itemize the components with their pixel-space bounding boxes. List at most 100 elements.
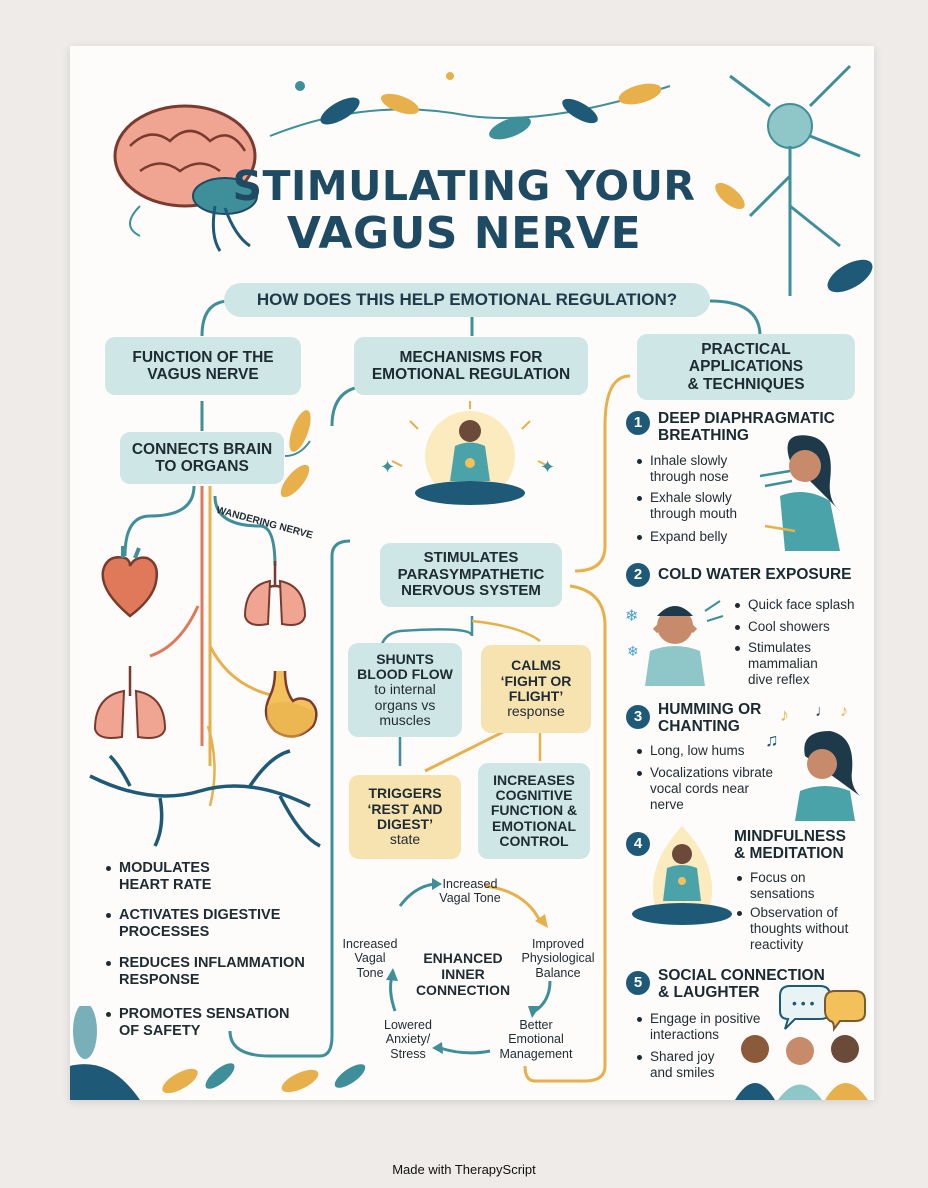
leaves-icon bbox=[70, 1006, 235, 1100]
title-line: HUMMING OR bbox=[658, 701, 762, 718]
leaves-icon bbox=[281, 1064, 366, 1093]
bullet-line: MODULATES bbox=[119, 860, 210, 876]
cycle-line: Physiological bbox=[521, 951, 595, 966]
bullet-line: Quick face splash bbox=[748, 597, 855, 612]
cycle-line: Increased bbox=[342, 937, 398, 951]
title-line: MINDFULNESS bbox=[734, 828, 846, 845]
poster: ✦ ✦ ❄ ❄ ♪ ♩ ♪ ♫ • • • bbox=[70, 46, 874, 1100]
bullet-line: ACTIVATES DIGESTIVE bbox=[119, 907, 281, 923]
svg-text:♪: ♪ bbox=[780, 705, 789, 725]
technique-title: COLD WATER EXPOSURE bbox=[658, 566, 851, 583]
cycle-line: Improved bbox=[531, 937, 585, 951]
calms-box: CALMS ‘FIGHT OR FLIGHT’ response bbox=[481, 645, 591, 733]
leaves-icon bbox=[280, 410, 311, 498]
bullet-line: reactivity bbox=[750, 936, 804, 952]
calms-line: response bbox=[507, 703, 565, 720]
bullet-line: PROCESSES bbox=[119, 924, 210, 941]
function-header: FUNCTION OF THE VAGUS NERVE bbox=[105, 337, 301, 395]
meditation-figure-icon: ✦ ✦ bbox=[380, 401, 555, 505]
bullet-line: Cool showers bbox=[748, 619, 830, 634]
connects-line: CONNECTS BRAIN bbox=[131, 440, 273, 458]
bullet-line: Engage in positive bbox=[650, 1011, 761, 1026]
svg-text:✦: ✦ bbox=[380, 457, 395, 477]
calms-line: ‘FIGHT OR bbox=[500, 672, 572, 689]
bullet-line: Inhale slowly bbox=[650, 453, 728, 468]
bullet-line: RESPONSE bbox=[119, 972, 200, 989]
footer-credit: Made with TherapyScript bbox=[392, 1162, 536, 1177]
increases-line: COGNITIVE bbox=[495, 786, 573, 803]
bullet-line: thoughts without bbox=[750, 920, 849, 936]
practical-header-line: APPLICATIONS bbox=[688, 358, 804, 376]
title-line: SOCIAL CONNECTION bbox=[658, 967, 825, 984]
lungs-icon bbox=[93, 666, 167, 739]
bullet-line: Observation of bbox=[750, 905, 838, 920]
stomach-icon bbox=[264, 670, 318, 738]
cycle-line: Lowered bbox=[384, 1018, 432, 1032]
step-number-badge: 3 bbox=[626, 705, 650, 729]
title-line: COLD WATER EXPOSURE bbox=[658, 566, 852, 583]
technique-title: MINDFULNESS& MEDITATION bbox=[734, 828, 846, 863]
title-line: & MEDITATION bbox=[734, 845, 844, 863]
cycle-line: Anxiety/ bbox=[385, 1032, 431, 1047]
title-line-1: STIMULATING YOUR bbox=[232, 162, 696, 210]
increases-line: EMOTIONAL bbox=[492, 817, 576, 834]
cycle-line: Stress bbox=[390, 1046, 426, 1061]
shunts-line: SHUNTS bbox=[376, 650, 434, 667]
brain-icon bbox=[113, 104, 258, 252]
bullet-line: Shared joy bbox=[650, 1049, 715, 1064]
triggers-box: TRIGGERS ‘REST AND DIGEST’ state bbox=[349, 775, 461, 859]
title-line: & LAUGHTER bbox=[658, 984, 760, 1002]
stimulates-line: NERVOUS SYSTEM bbox=[401, 582, 541, 600]
cold-water-person-icon: ❄ ❄ bbox=[625, 600, 724, 686]
svg-text:♫: ♫ bbox=[765, 730, 779, 750]
bullet-line: Focus on bbox=[750, 870, 806, 885]
shunts-line: organs vs bbox=[374, 696, 436, 713]
leaves-icon bbox=[269, 72, 671, 140]
cycle-line: Emotional bbox=[508, 1032, 564, 1047]
svg-text:♪: ♪ bbox=[840, 703, 848, 720]
meditation-person-icon bbox=[632, 826, 732, 925]
shunts-box: SHUNTS BLOOD FLOW to internal organs vs … bbox=[348, 643, 462, 737]
cycle-line: Vagal Tone bbox=[439, 891, 501, 906]
humming-person-icon: ♪ ♩ ♪ ♫ bbox=[765, 703, 860, 821]
technique-bullet: Quick face splash bbox=[735, 597, 855, 613]
bullet-line: Exhale slowly bbox=[650, 490, 732, 505]
bullet-line: mammalian bbox=[748, 655, 818, 671]
increases-box: INCREASES COGNITIVE FUNCTION & EMOTIONAL… bbox=[478, 763, 590, 859]
cycle-line: ENHANCED bbox=[423, 950, 503, 966]
connector-lines bbox=[89, 299, 762, 1083]
bullet-line: nerve bbox=[650, 796, 684, 812]
heart-icon bbox=[101, 546, 158, 618]
bullet-line: OF SAFETY bbox=[119, 1023, 201, 1040]
triggers-line: TRIGGERS bbox=[368, 785, 442, 802]
cycle-line: Increased bbox=[442, 877, 498, 891]
title-line: DEEP DIAPHRAGMATIC bbox=[658, 410, 835, 427]
step-number-badge: 4 bbox=[626, 832, 650, 856]
function-header-line: VAGUS NERVE bbox=[147, 366, 259, 383]
cycle-line: INNER bbox=[441, 966, 485, 983]
increases-line: INCREASES bbox=[493, 771, 575, 788]
svg-text:• • •: • • • bbox=[792, 995, 815, 1011]
triggers-line: ‘REST AND bbox=[367, 800, 443, 817]
calms-line: FLIGHT’ bbox=[508, 688, 564, 704]
connects-line: TO ORGANS bbox=[155, 458, 249, 475]
breathing-person-icon bbox=[759, 435, 840, 551]
stimulates-line: STIMULATES bbox=[423, 549, 519, 567]
bullet-line: Vocalizations vibrate bbox=[650, 765, 774, 780]
technique-bullet: Expand belly bbox=[637, 529, 727, 545]
title-line: CHANTING bbox=[658, 718, 740, 736]
cycle-line: CONNECTION bbox=[415, 982, 511, 999]
